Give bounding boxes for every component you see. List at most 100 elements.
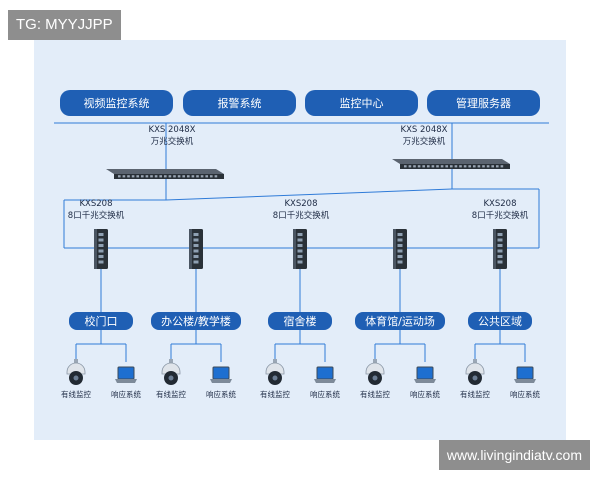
camera-mount: [74, 359, 78, 363]
location-2: 办公楼/教学楼: [151, 312, 241, 330]
core-switch-model: KXS 2048X: [149, 125, 196, 135]
terminal-3: 响应系统: [310, 366, 340, 399]
topology-canvas: 视频监控系统报警系统监控中心管理服务器KXS 2048X万兆交换机KXS 204…: [54, 90, 549, 399]
access-switch-ports: [98, 233, 104, 264]
port: [118, 175, 121, 178]
terminal-screen: [316, 366, 334, 380]
port: [177, 175, 181, 178]
access-switch-body: [189, 229, 203, 269]
port: [164, 175, 167, 178]
camera-label: 有线监控: [156, 389, 186, 399]
access-switch-body: [393, 229, 407, 269]
terminal-label: 响应系统: [206, 389, 236, 399]
port: [404, 165, 407, 168]
core-switch-desc: 万兆交换机: [403, 136, 446, 147]
camera-dome-top: [365, 362, 385, 375]
port: [477, 165, 481, 168]
port: [440, 165, 444, 168]
camera-label: 有线监控: [260, 389, 290, 399]
access-switch-ports: [497, 233, 503, 264]
access-switch-2: [189, 229, 203, 269]
access-switch-desc: 8口千兆交换机: [273, 210, 330, 221]
port: [473, 165, 476, 168]
camera-lens-glint: [73, 375, 79, 381]
camera-mount: [373, 359, 377, 363]
port: [182, 175, 185, 178]
access-switch-4: [393, 229, 407, 269]
port: [193, 255, 199, 258]
location-pill-bg: [151, 312, 241, 330]
camera-mount: [273, 359, 277, 363]
terminal-label: 响应系统: [111, 389, 141, 399]
location-pill-bg: [268, 312, 332, 330]
access-switch-ports: [193, 233, 199, 264]
core-switch-top: [392, 159, 510, 164]
port: [210, 175, 213, 178]
port: [486, 165, 490, 168]
camera-lens-glint: [168, 375, 174, 381]
camera-dome-top: [265, 362, 285, 375]
port: [397, 233, 403, 236]
port: [187, 175, 190, 178]
terminal-label: 响应系统: [310, 389, 340, 399]
access-switch-body: [493, 229, 507, 269]
core-switch-desc: 万兆交换机: [151, 136, 194, 147]
port: [397, 238, 403, 242]
diagram-nodes: 视频监控系统报警系统监控中心管理服务器KXS 2048X万兆交换机KXS 204…: [60, 90, 540, 399]
port: [150, 175, 153, 178]
terminal-base: [210, 379, 232, 383]
port: [98, 255, 104, 258]
camera-lens-glint: [472, 375, 478, 381]
location-5: 公共区域: [468, 312, 532, 330]
access-switch-body: [293, 229, 307, 269]
access-switch-ports: [397, 233, 403, 264]
port: [200, 175, 204, 178]
terminal-4: 响应系统: [410, 366, 440, 399]
system-label: 监控中心: [340, 96, 384, 110]
port: [496, 165, 499, 168]
location-label: 办公楼/教学楼: [161, 314, 231, 328]
access-switch-ports: [297, 233, 303, 264]
port: [459, 165, 462, 168]
port: [297, 255, 303, 258]
port: [497, 233, 503, 236]
port: [413, 165, 416, 168]
port: [297, 244, 303, 247]
location-1: 校门口: [69, 312, 133, 330]
camera-lens-glint: [372, 375, 378, 381]
access-switch-edge: [393, 229, 396, 269]
access-switch-5: [493, 229, 507, 269]
port: [497, 255, 503, 258]
camera-dome-top: [66, 362, 86, 375]
terminal-base: [414, 379, 436, 383]
location-pill-bg: [355, 312, 445, 330]
camera-5: 有线监控: [460, 359, 490, 399]
system-2: 报警系统: [183, 90, 296, 116]
port: [297, 238, 303, 242]
access-switch-body: [94, 229, 108, 269]
port: [193, 233, 199, 236]
camera-4: 有线监控: [360, 359, 390, 399]
camera-dome-top: [465, 362, 485, 375]
connection-line: [165, 188, 453, 201]
port: [127, 175, 130, 178]
location-label: 公共区域: [478, 315, 522, 328]
access-switch-desc: 8口千兆交换机: [472, 210, 529, 221]
access-switch-1: [94, 229, 108, 269]
access-switch-edge: [189, 229, 192, 269]
core-switch-ports: [404, 165, 504, 168]
camera-label: 有线监控: [61, 389, 91, 399]
location-label: 宿舍楼: [284, 314, 317, 328]
top-left-watermark: TG: MYYJJPP: [8, 10, 121, 40]
port: [497, 238, 503, 242]
port: [450, 165, 453, 168]
terminal-label: 响应系统: [410, 389, 440, 399]
location-label: 体育馆/运动场: [365, 314, 435, 328]
terminal-base: [514, 379, 536, 383]
port: [427, 165, 430, 168]
camera-2: 有线监控: [156, 359, 186, 399]
terminal-2: 响应系统: [206, 366, 236, 399]
system-1: 视频监控系统: [60, 90, 173, 116]
port: [297, 233, 303, 236]
